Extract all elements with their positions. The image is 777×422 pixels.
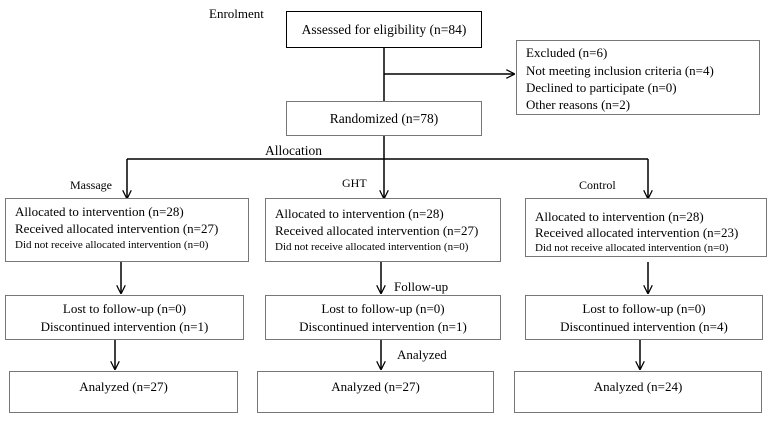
- follow-up-label: Follow-up: [394, 279, 449, 294]
- excluded-line-3: Declined to participate (n=0): [526, 80, 677, 95]
- ght-allocated: Allocated to intervention (n=28): [275, 206, 444, 221]
- massage-allocated: Allocated to intervention (n=28): [15, 204, 184, 219]
- massage-discontinued: Discontinued intervention (n=1): [40, 319, 209, 334]
- control-discontinued: Discontinued intervention (n=4): [560, 319, 728, 334]
- control-allocated: Allocated to intervention (n=28): [535, 209, 704, 224]
- analyzed-label: Analyzed: [397, 347, 447, 362]
- randomized-box: Randomized (n=78): [286, 101, 482, 136]
- massage-received: Received allocated intervention (n=27): [15, 221, 219, 236]
- excluded-line-2: Not meeting inclusion criteria (n=4): [526, 63, 714, 78]
- ght-analyzed-box: Analyzed (n=27): [257, 371, 494, 413]
- excluded-box: Excluded (n=6) Not meeting inclusion cri…: [516, 40, 760, 115]
- control-received: Received allocated intervention (n=23): [535, 225, 739, 240]
- massage-analyzed-text: Analyzed (n=27): [79, 379, 168, 394]
- control-analyzed-box: Analyzed (n=24): [514, 371, 762, 413]
- ght-follow-up-box: Lost to follow-up (n=0) Discontinued int…: [265, 295, 501, 340]
- assessed-text: Assessed for eligibility (n=84): [301, 22, 467, 37]
- ght-discontinued: Discontinued intervention (n=1): [299, 319, 467, 334]
- massage-follow-up-box: Lost to follow-up (n=0) Discontinued int…: [5, 295, 244, 340]
- enrolment-label: Enrolment: [209, 6, 264, 21]
- excluded-line-4: Other reasons (n=2): [526, 97, 631, 112]
- ght-not-received: Did not receive allocated intervention (…: [275, 241, 469, 253]
- control-follow-up-box: Lost to follow-up (n=0) Discontinued int…: [525, 295, 763, 340]
- arm-name-massage: Massage: [70, 178, 112, 192]
- ght-lost: Lost to follow-up (n=0): [321, 301, 445, 316]
- ght-allocation-box: Allocated to intervention (n=28) Receive…: [265, 198, 501, 262]
- massage-analyzed-box: Analyzed (n=27): [9, 371, 238, 413]
- ght-received: Received allocated intervention (n=27): [275, 223, 479, 238]
- allocation-label: Allocation: [265, 143, 322, 158]
- arm-name-ght: GHT: [342, 176, 367, 190]
- massage-lost: Lost to follow-up (n=0): [62, 301, 187, 316]
- control-analyzed-text: Analyzed (n=24): [593, 379, 683, 394]
- control-lost: Lost to follow-up (n=0): [582, 301, 706, 316]
- excluded-line-1: Excluded (n=6): [526, 45, 608, 60]
- ght-analyzed-text: Analyzed (n=27): [331, 379, 420, 394]
- control-not-received: Did not receive allocated intervention (…: [535, 242, 729, 254]
- randomized-text: Randomized (n=78): [329, 111, 439, 126]
- massage-not-received: Did not receive allocated intervention (…: [15, 239, 209, 251]
- assessed-box: Assessed for eligibility (n=84): [286, 11, 482, 48]
- arm-name-control: Control: [579, 178, 616, 192]
- control-allocation-box: Allocated to intervention (n=28) Receive…: [525, 198, 767, 257]
- massage-allocation-box: Allocated to intervention (n=28) Receive…: [5, 198, 249, 262]
